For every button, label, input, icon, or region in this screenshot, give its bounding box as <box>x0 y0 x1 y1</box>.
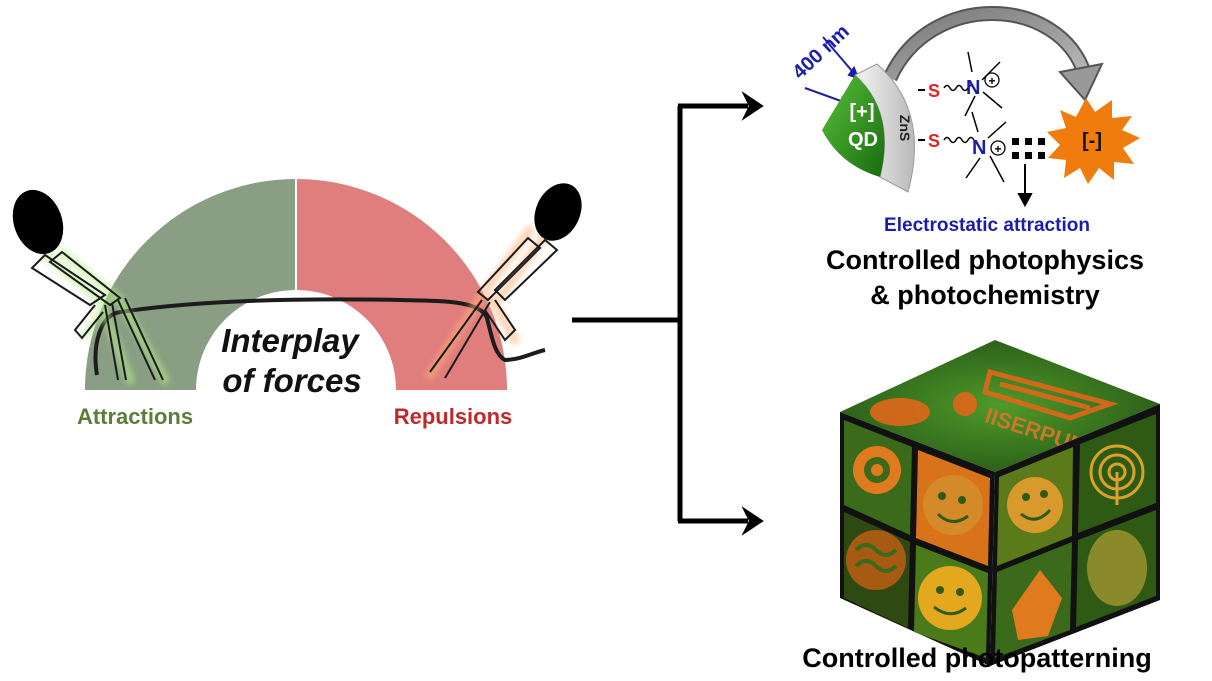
interaction-label: Electrostatic attraction <box>884 215 1090 236</box>
ligand-upper: S N + <box>918 51 1003 117</box>
repulsions-label: Repulsions <box>394 404 513 429</box>
nitrogen-atom-upper: N <box>966 77 980 99</box>
center-text-line1: Interplay <box>221 322 360 359</box>
transfer-arrow-head <box>1058 62 1104 102</box>
sulfur-atom-lower: S <box>928 131 940 151</box>
down-arrow <box>1017 164 1033 208</box>
photopattern-cube: IISERPUNE <box>840 340 1160 666</box>
electrostatic-dots <box>1012 138 1045 159</box>
right-figure-head <box>534 183 582 241</box>
anion-starburst <box>1047 98 1140 184</box>
shell-label: ZnS <box>897 115 913 141</box>
left-figure-head <box>12 189 64 255</box>
arrow-head-bottom <box>741 506 764 536</box>
photopatterning-title: Controlled photopatterning <box>802 643 1151 673</box>
plus-sign-lower: + <box>994 142 1001 156</box>
ligand-lower: S N + <box>918 111 1007 183</box>
nitrogen-atom-lower: N <box>972 137 986 159</box>
photophysics-title-line2: & photochemistry <box>870 280 1100 310</box>
left-stick-figure <box>12 189 170 385</box>
quantum-dot-core <box>822 75 885 177</box>
photophysics-title-line1: Controlled photophysics <box>826 245 1144 275</box>
attractions-label: Attractions <box>77 404 193 429</box>
qd-label: QD <box>848 129 878 151</box>
arrow-head-top <box>741 91 764 121</box>
right-stick-figure <box>425 183 582 380</box>
qd-charge-label: [+] <box>850 101 875 123</box>
branching-connector <box>572 103 748 524</box>
anion-label: [-] <box>1082 130 1102 152</box>
cube-top-face <box>840 340 1160 472</box>
cube-top-logo <box>870 368 1119 426</box>
plus-sign-upper: + <box>988 74 995 88</box>
sulfur-atom-upper: S <box>928 81 940 101</box>
wavelength-label: 400 nm <box>788 21 853 84</box>
center-text-line2: of forces <box>222 362 361 399</box>
tug-of-war-rope <box>93 297 546 376</box>
